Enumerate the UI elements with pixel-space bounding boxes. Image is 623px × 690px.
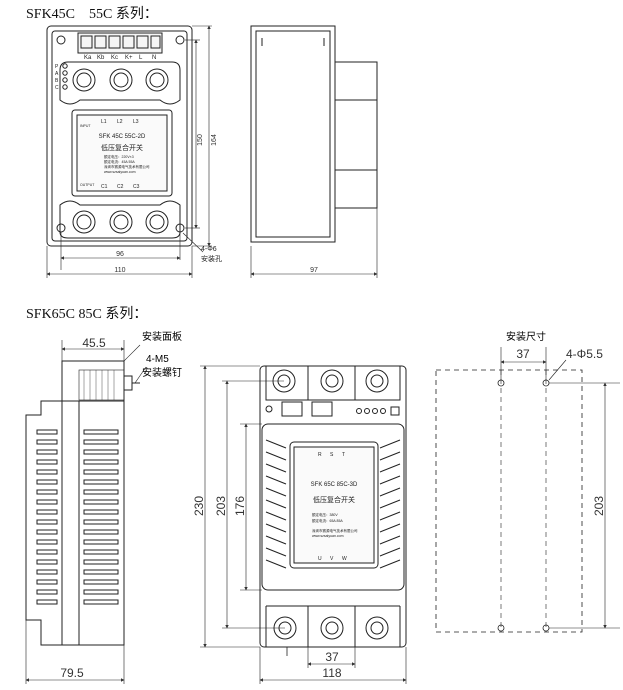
label-input-l2: L2 <box>117 119 123 125</box>
terminal-label-ka: Ka <box>84 55 92 61</box>
label-product-name: 低压复合开关 <box>101 143 143 152</box>
label2-model: SFK 65C 85C-3D <box>311 482 358 488</box>
indicator-label-c: C <box>55 85 59 91</box>
dim-depth-97: 97 <box>310 267 318 274</box>
front-fins <box>265 439 401 569</box>
series-title-sfk65c: SFK65C 85C 系列： <box>26 307 148 322</box>
terminal-label-n: N <box>152 55 156 61</box>
label-output-c1: C1 <box>101 184 108 190</box>
label-input-tag: INPUT <box>80 124 91 128</box>
bottom-front-view <box>200 365 407 684</box>
label-output-c2: C2 <box>117 184 124 190</box>
dim-total-height-230: 230 <box>192 496 206 516</box>
label-website: www.szsaiyuan.com <box>104 170 136 174</box>
label2-input-r: R <box>318 452 322 458</box>
top-front-texts: Ka Kb Kc K+ L N P A B C INPUT L1 L2 L3 S… <box>55 55 222 274</box>
terminal-label-kb: Kb <box>97 55 105 61</box>
label2-output-v: V <box>330 556 334 562</box>
dim-hole-spacing-37: 37 <box>325 650 339 664</box>
label2-website: www.szsaiyuan.com <box>312 534 344 538</box>
bottom-side-texts: 45.5 安装面板 4-M5 安装螺钉 79.5 <box>60 330 182 680</box>
label2-output-u: U <box>318 556 322 562</box>
label-company: 深圳市赛源电气技术有限公司 <box>104 164 150 169</box>
top-side-view <box>250 25 378 278</box>
label-spec-voltage: 额定电压：220V×3 <box>104 154 134 159</box>
mount-template-texts: 安装尺寸 37 4-Φ5.5 203 <box>506 330 606 516</box>
label-input-l3: L3 <box>133 119 139 125</box>
mount-dim-37: 37 <box>516 347 530 361</box>
screw-spec: 4-M5 <box>146 354 169 365</box>
terminal-screws <box>80 35 161 49</box>
dim-width-96: 96 <box>116 251 124 258</box>
indicator-label-b: B <box>55 78 59 84</box>
label-model: SFK 45C 55C-2D <box>99 134 146 140</box>
label2-input-s: S <box>330 452 334 458</box>
label2-input-t: T <box>342 452 345 458</box>
label2-output-w: W <box>342 556 347 562</box>
dim-body-height-176: 176 <box>233 496 247 516</box>
label-spec-current: 额定电流：45A 55A <box>104 159 135 164</box>
top-front-view <box>46 25 212 278</box>
label-output-tag: OUTPUT <box>80 183 95 187</box>
dim-height-150: 150 <box>197 134 204 146</box>
terminal-label-l: L <box>139 55 143 61</box>
label2-company: 深圳市赛源电气技术有限公司 <box>312 528 358 533</box>
dim-panel-45-5: 45.5 <box>82 336 106 350</box>
dim-depth-79-5: 79.5 <box>60 666 84 680</box>
label2-product-name: 低压复合开关 <box>313 495 355 504</box>
mount-hole-spec: 4-Φ6 <box>201 246 217 253</box>
mount-hole-note: 安装孔 <box>201 254 222 263</box>
label-input-l1: L1 <box>101 119 107 125</box>
label2-spec-voltage: 额定电压：380V <box>312 512 338 517</box>
dim-hole-pitch-203: 203 <box>214 496 228 516</box>
terminal-label-kc: Kc <box>111 55 118 61</box>
bottom-side-view <box>25 340 147 684</box>
mount-hole-bl <box>56 223 66 233</box>
bottom-front-texts: R S T SFK 65C 85C-3D 低压复合开关 额定电压：380V 额定… <box>192 452 358 680</box>
dim-width-118: 118 <box>322 666 341 680</box>
side-fins <box>36 429 119 605</box>
mount-template-title: 安装尺寸 <box>506 330 546 343</box>
indicator-label-a: A <box>55 71 59 77</box>
series-title-sfk45c: SFK45C 55C 系列： <box>26 7 158 22</box>
dim-width-110: 110 <box>114 267 125 274</box>
panel-label: 安装面板 <box>142 330 182 343</box>
label-output-c3: C3 <box>133 184 140 190</box>
mount-template <box>435 347 620 633</box>
label2-spec-current: 额定电流：65A 85A <box>312 518 343 523</box>
mount-dim-203: 203 <box>592 496 606 516</box>
indicator-label-p: P <box>55 64 59 70</box>
dim-height-164: 164 <box>211 134 218 146</box>
terminal-label-kplus: K+ <box>125 55 133 61</box>
mount-hole-spec: 4-Φ5.5 <box>566 347 603 361</box>
screw-label: 安装螺钉 <box>142 366 182 379</box>
